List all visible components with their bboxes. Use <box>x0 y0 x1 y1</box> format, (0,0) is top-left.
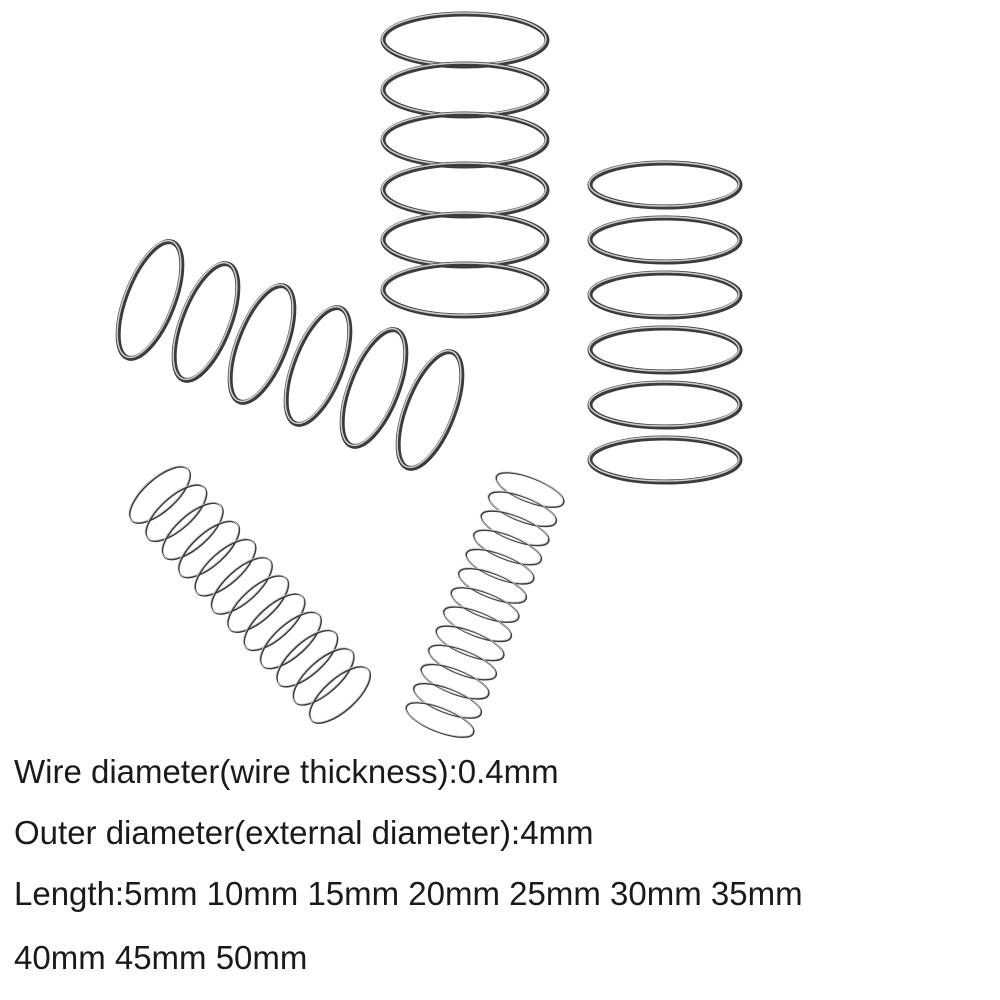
spring-coil-highlight <box>427 643 496 680</box>
spring-small-diagonal-left <box>128 465 372 724</box>
spring-coil-highlight <box>588 326 740 372</box>
spring-coil-highlight <box>588 436 740 482</box>
spring-coil-highlight <box>457 567 526 603</box>
spring-coil <box>587 380 743 430</box>
spring-coil-highlight <box>128 465 190 523</box>
spring-coil-highlight <box>292 647 354 705</box>
spring-coil-highlight <box>116 239 182 359</box>
spring-coil-highlight <box>226 574 288 632</box>
spring-coil <box>587 215 743 265</box>
spring-coil-highlight <box>259 610 321 668</box>
length-spec-line-2: 40mm 45mm 50mm <box>14 939 308 976</box>
spring-coil-highlight <box>228 283 294 403</box>
spring-coil-highlight <box>193 538 256 596</box>
spring-coil-highlight <box>588 161 740 207</box>
spring-coil-highlight <box>284 305 350 425</box>
spring-coil-highlight <box>308 665 370 723</box>
spring-coil-highlight <box>434 624 504 660</box>
spring-coil-highlight <box>396 349 462 469</box>
spring-coil-highlight <box>442 605 511 641</box>
spring-coil <box>435 625 505 662</box>
spring-coil <box>587 435 743 485</box>
spring-coil <box>380 261 550 319</box>
spring-coil <box>405 701 475 739</box>
spring-coil <box>450 586 520 624</box>
spring-coil <box>472 529 543 566</box>
spring-coil-highlight <box>177 520 239 578</box>
spring-coil <box>442 606 513 643</box>
spring-coil <box>587 270 743 320</box>
spring-coil-highlight <box>588 216 740 262</box>
spring-coil <box>480 510 550 547</box>
spring-coil-highlight <box>487 490 556 526</box>
spring-coil-highlight <box>381 112 547 166</box>
spring-coil <box>465 548 535 585</box>
spring-coil-highlight <box>472 528 541 565</box>
spring-coil-highlight <box>494 471 564 507</box>
spring-coil-highlight <box>161 501 223 559</box>
spring-coil <box>427 644 498 681</box>
outer-diameter-spec: Outer diameter(external diameter):4mm <box>14 814 594 851</box>
spring-coil-highlight <box>381 212 547 266</box>
spring-coil <box>495 471 565 509</box>
spring-coil-highlight <box>381 62 547 116</box>
spring-large-vertical-right <box>587 160 743 485</box>
spring-coil-highlight <box>588 271 740 317</box>
spring-coil-highlight <box>381 162 547 216</box>
spring-coil-highlight <box>381 262 547 316</box>
spring-coil-highlight <box>210 556 272 614</box>
spring-coil <box>487 491 558 528</box>
spring-coil-highlight <box>242 592 305 650</box>
spring-small-diagonal-right <box>404 471 565 739</box>
length-spec-line-1: Length:5mm 10mm 15mm 20mm 25mm 30mm 35mm <box>14 875 803 912</box>
spring-coil-highlight <box>144 483 206 541</box>
spring-coil-highlight <box>412 682 481 718</box>
spring-coil-highlight <box>479 509 549 545</box>
spring-coil-highlight <box>464 548 534 584</box>
spring-coil <box>457 567 528 604</box>
spring-coil-highlight <box>404 701 474 737</box>
spring-coil-highlight <box>340 327 406 447</box>
springs-product-photo <box>115 11 743 739</box>
spring-large-vertical-center <box>380 11 550 319</box>
spring-coil-highlight <box>381 12 547 66</box>
spring-coil-highlight <box>275 629 337 687</box>
spring-coil <box>420 663 490 700</box>
spring-large-diagonal-left <box>115 239 465 471</box>
spring-coil-highlight <box>419 663 489 699</box>
spring-coil <box>587 325 743 375</box>
spring-coil <box>412 682 483 719</box>
spring-coil-highlight <box>172 261 238 381</box>
wire-diameter-spec: Wire diameter(wire thickness):0.4mm <box>14 753 559 790</box>
spring-coil-highlight <box>588 381 740 427</box>
spring-coil <box>587 160 743 210</box>
spring-coil-highlight <box>449 586 519 622</box>
